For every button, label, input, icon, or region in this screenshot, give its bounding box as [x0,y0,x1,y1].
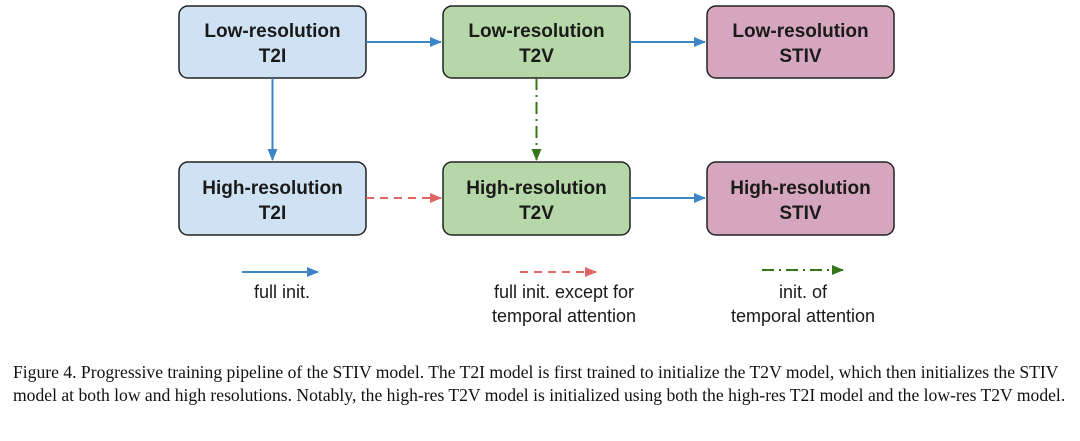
node-low-res-stiv-line2: STIV [779,46,822,67]
node-low-res-stiv-line1: Low-resolution [732,21,868,42]
node-low-res-t2i: Low-resolution T2I [178,5,367,79]
node-high-res-t2v-line2: T2V [519,203,554,224]
legend-full-init-except-line2: temporal attention [492,306,636,326]
node-high-res-t2i-line1: High-resolution [202,178,342,199]
legend-init-temporal: init. of temporal attention [731,265,875,326]
legend-full-init: full init. [242,267,319,302]
node-high-res-t2v-line1: High-resolution [466,178,606,199]
node-low-res-t2i-line2: T2I [259,46,286,67]
legend-full-init-except-line1: full init. except for [494,282,634,302]
node-high-res-t2i: High-resolution T2I [178,161,367,236]
node-high-res-t2i-line2: T2I [259,203,286,224]
node-low-res-t2v-line1: Low-resolution [468,21,604,42]
figure-caption: Figure 4. Progressive training pipeline … [13,362,1066,405]
node-high-res-stiv-line2: STIV [779,203,822,224]
legend-init-temporal-line1: init. of [779,282,828,302]
node-low-res-t2i-line1: Low-resolution [204,21,340,42]
node-high-res-t2v: High-resolution T2V [442,161,631,236]
node-high-res-stiv: High-resolution STIV [706,161,895,236]
node-low-res-t2v: Low-resolution T2V [442,5,631,79]
node-high-res-stiv-line1: High-resolution [730,178,870,199]
legend-full-init-label: full init. [254,282,310,302]
node-low-res-t2v-line2: T2V [519,46,554,67]
legend-init-temporal-line2: temporal attention [731,306,875,326]
node-low-res-stiv: Low-resolution STIV [706,5,895,79]
pipeline-diagram: Low-resolution T2I Low-resolution T2V Lo… [178,5,895,326]
legend-full-init-except: full init. except for temporal attention [492,267,636,326]
